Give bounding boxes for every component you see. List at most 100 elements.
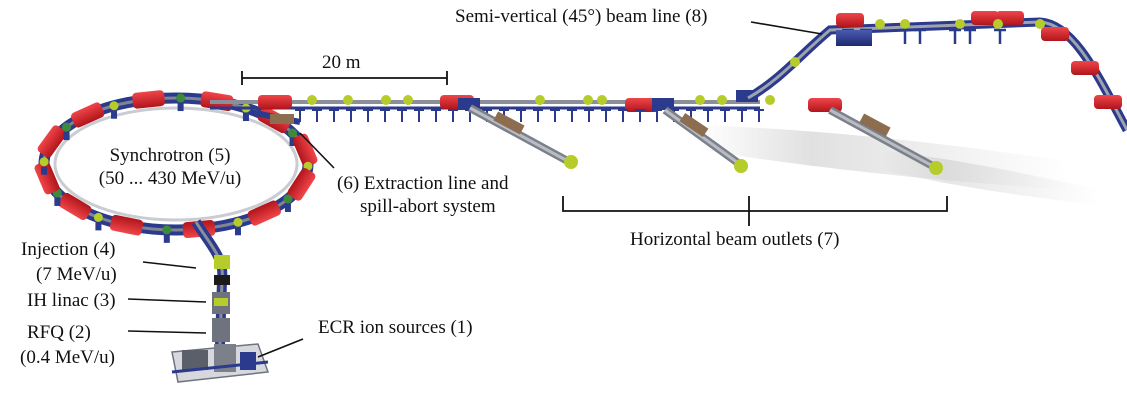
quadrupole bbox=[162, 225, 172, 235]
semi-vertical-beam-line-label: Semi-vertical (45°) beam line (8) bbox=[455, 6, 708, 27]
dipole-magnet bbox=[1071, 61, 1099, 75]
quadrupole bbox=[900, 19, 910, 29]
dipole-magnet bbox=[1094, 95, 1122, 109]
support-stand bbox=[703, 109, 713, 122]
support-stand bbox=[329, 109, 339, 122]
rfq-energy-label: (0.4 MeV/u) bbox=[20, 347, 115, 368]
support-stand bbox=[312, 109, 322, 122]
quadrupole bbox=[597, 95, 607, 105]
ih-linac-label: IH linac (3) bbox=[27, 290, 116, 311]
quadrupole bbox=[695, 95, 705, 105]
quadrupole bbox=[39, 157, 49, 167]
support-stand bbox=[618, 109, 628, 122]
scale-bar-label: 20 m bbox=[322, 52, 361, 73]
support-stand bbox=[111, 110, 118, 119]
quadrupole bbox=[1035, 19, 1045, 29]
synchrotron-label: Synchrotron (5) bbox=[109, 145, 231, 166]
support-stand bbox=[635, 109, 645, 122]
support-stand bbox=[448, 109, 458, 122]
quadrupole bbox=[583, 95, 593, 105]
dipole-magnet bbox=[292, 133, 318, 167]
switching-magnet bbox=[652, 98, 674, 110]
dipole-magnet bbox=[247, 200, 281, 226]
outlets-bracket bbox=[562, 196, 948, 226]
quadrupole bbox=[93, 212, 103, 222]
dipole-magnet bbox=[836, 13, 864, 27]
support-stand bbox=[363, 109, 373, 122]
dipole-magnet bbox=[34, 161, 60, 195]
dipole-magnet bbox=[58, 192, 92, 221]
quadrupole bbox=[233, 217, 243, 227]
support-stand bbox=[584, 109, 594, 122]
support-stand bbox=[414, 109, 424, 122]
support-stand bbox=[754, 109, 764, 122]
leader-lines bbox=[127, 21, 823, 358]
support-stand bbox=[284, 203, 291, 212]
gantry-support bbox=[836, 30, 872, 46]
spill-abort-system-label: spill-abort system bbox=[360, 196, 496, 217]
dipole-magnet bbox=[971, 11, 999, 25]
support-stand bbox=[234, 227, 241, 236]
support-stand bbox=[601, 109, 611, 122]
dipole-magnet bbox=[37, 125, 67, 158]
support-stand bbox=[994, 28, 1006, 44]
dipole-magnet bbox=[996, 11, 1024, 25]
injection-label: Injection (4) bbox=[21, 239, 116, 260]
support-stand bbox=[899, 28, 911, 44]
support-stand bbox=[516, 109, 526, 122]
rfq-label: RFQ (2) bbox=[27, 322, 91, 343]
quadrupole bbox=[283, 194, 293, 204]
quadrupole bbox=[790, 57, 800, 67]
quadrupole bbox=[993, 19, 1003, 29]
support-stand bbox=[63, 132, 70, 141]
support-stand bbox=[550, 109, 560, 122]
main-transfer-line bbox=[210, 100, 760, 110]
synchrotron-energy-label: (50 ... 430 MeV/u) bbox=[98, 168, 242, 189]
dipole-magnet bbox=[109, 214, 144, 236]
support-stand bbox=[397, 109, 407, 122]
quadrupole bbox=[403, 95, 413, 105]
quadrupole bbox=[535, 95, 545, 105]
dipole-magnet bbox=[132, 90, 165, 109]
injection-chain bbox=[191, 219, 230, 346]
quadrupole bbox=[717, 95, 727, 105]
quadrupole bbox=[765, 95, 775, 105]
support-stand bbox=[177, 103, 184, 112]
dipole-magnet bbox=[625, 98, 659, 112]
scale-bar bbox=[241, 71, 448, 85]
quadrupole bbox=[176, 93, 186, 103]
quadrupole bbox=[343, 95, 353, 105]
support-stand bbox=[41, 166, 48, 175]
semi-vertical-beam-line bbox=[745, 17, 1127, 133]
extraction-line-label: (6) Extraction line and bbox=[337, 173, 509, 194]
dipole-magnet bbox=[71, 102, 105, 128]
quadrupole bbox=[381, 95, 391, 105]
dipole-magnet bbox=[258, 95, 292, 109]
support-stand bbox=[163, 234, 170, 243]
quadrupole bbox=[109, 101, 119, 111]
quadrupole bbox=[875, 19, 885, 29]
quadrupole bbox=[955, 19, 965, 29]
injection-energy-label: (7 MeV/u) bbox=[36, 264, 117, 285]
semi-vertical-components bbox=[790, 11, 1122, 109]
support-stand bbox=[914, 28, 926, 44]
horizontal-beam-outlets bbox=[468, 104, 943, 175]
support-stand bbox=[380, 109, 390, 122]
support-stand bbox=[54, 197, 61, 206]
support-stand bbox=[964, 28, 976, 44]
extraction-line bbox=[249, 109, 301, 125]
support-stand bbox=[949, 28, 961, 44]
quadrupole bbox=[62, 122, 72, 132]
support-stand bbox=[720, 109, 730, 122]
support-stand bbox=[95, 222, 102, 231]
dipole-magnet bbox=[287, 168, 316, 201]
support-stand bbox=[289, 138, 296, 147]
ecr-ion-sources-label: ECR ion sources (1) bbox=[318, 317, 473, 338]
support-stand bbox=[567, 109, 577, 122]
support-stand bbox=[242, 113, 249, 122]
support-stand bbox=[431, 109, 441, 122]
shadow-streaks bbox=[700, 125, 1100, 205]
quadrupole bbox=[307, 95, 317, 105]
